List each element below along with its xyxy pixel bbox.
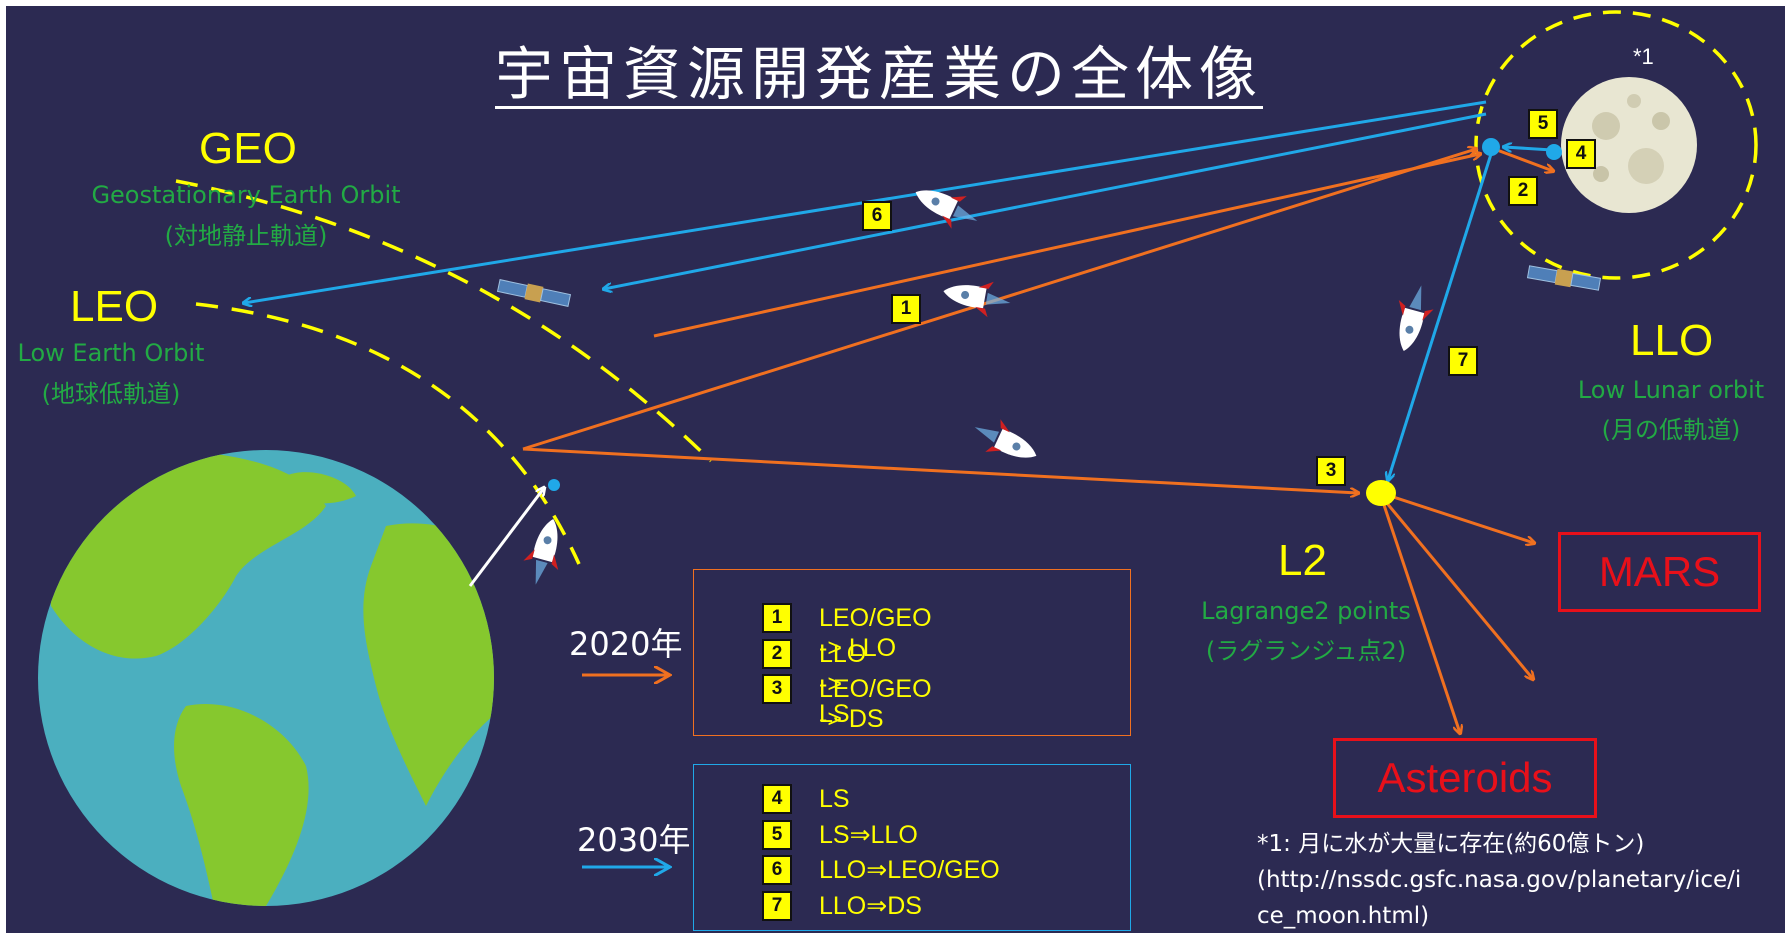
launch-arrow	[468, 488, 544, 587]
legend-2020-year: 2020年	[569, 625, 683, 663]
leo-name: Low Earth Orbit	[17, 339, 205, 367]
asteroids-box: Asteroids	[1333, 738, 1597, 818]
geo-label: GEO	[199, 124, 297, 173]
rocket-icon	[523, 518, 559, 585]
legend-label: LS	[819, 785, 850, 813]
route-asteroids-arrow	[1379, 495, 1460, 733]
rocket-icon	[974, 419, 1037, 458]
legend-label: LLO⇒LEO/GEO	[819, 856, 1000, 884]
route-6b-arrow	[604, 112, 1487, 289]
llo-point-dot	[1482, 138, 1500, 156]
route-mars-arrow	[1380, 491, 1534, 543]
legend-label: LLO⇒DS	[819, 892, 922, 920]
leo-orbit-path	[195, 302, 581, 565]
legend-badge: 5	[762, 820, 792, 850]
earth-icon	[38, 426, 536, 926]
diagram-graphics	[38, 10, 1758, 926]
l2-name: Lagrange2 points	[1201, 597, 1411, 625]
route-5-arrow	[1504, 147, 1553, 150]
slide-canvas: 宇宙資源開発産業の全体像 GEO Geostationary Earth Orb…	[6, 6, 1785, 933]
legend-badge: 4	[762, 784, 792, 814]
footnote-line2: (http://nssdc.gsfc.nasa.gov/planetary/ic…	[1257, 867, 1742, 893]
geo-name-ja: (対地静止軌道)	[164, 222, 328, 250]
geo-orbit-path	[175, 179, 713, 463]
page-title: 宇宙資源開発産業の全体像	[495, 40, 1264, 109]
mars-box: MARS	[1558, 532, 1761, 612]
leo-label: LEO	[70, 282, 159, 331]
route-badge-3: 3	[1316, 456, 1346, 486]
legend-label: LEO/GEO -> DS	[819, 675, 932, 733]
legend-badge: 6	[762, 855, 792, 885]
route-badge-1: 1	[891, 294, 921, 324]
route-badge-7: 7	[1448, 346, 1478, 376]
legend-2030-year: 2030年	[577, 821, 691, 859]
legend-badge: 1	[762, 603, 792, 633]
satellite-icon	[496, 279, 572, 307]
footnote-line1: *1: 月に水が大量に存在(約60億トン)	[1257, 831, 1645, 857]
legend-label: LS⇒LLO	[819, 821, 918, 849]
l2-label: L2	[1278, 536, 1327, 585]
route-3-arrow	[522, 447, 1358, 493]
rocket-icon	[915, 190, 978, 229]
route-badge-4: 4	[1566, 139, 1596, 169]
legend-2020-box: 1 LEO/GEO -> LLO 2 LLO -> LS 3 LEO/GEO -…	[693, 569, 1131, 736]
route-badge-2: 2	[1508, 176, 1538, 206]
geo-name: Geostationary Earth Orbit	[91, 181, 401, 209]
route-badge-5: 5	[1528, 109, 1558, 139]
route-2-arrow	[1488, 145, 1553, 171]
route-badge-6: 6	[862, 201, 892, 231]
rocket-icon	[1398, 285, 1434, 352]
llo-name: Low Lunar orbit	[1577, 376, 1765, 404]
footnote: *1: 月に水が大量に存在(約60億トン) (http://nssdc.gsfc…	[1257, 826, 1741, 933]
l2-name-ja: (ラグランジュ点2)	[1205, 637, 1407, 665]
route-1b-arrow	[653, 154, 1480, 338]
moon-icon	[1561, 77, 1697, 213]
route-ds-arrow	[1379, 495, 1533, 679]
legend-label: LEO/GEO -> LLO	[819, 604, 932, 662]
legend-2030-box: 4 LS 5 LS⇒LLO 6 LLO⇒LEO/GEO 7 LLO⇒DS	[693, 764, 1131, 931]
satellite-icon	[1526, 265, 1602, 291]
legend-badge: 7	[762, 891, 792, 921]
lunar-surface-dot	[1546, 144, 1562, 160]
legend-badge: 3	[762, 674, 792, 704]
rocket-icon	[943, 281, 1011, 318]
moon-note-marker: *1	[1633, 44, 1654, 69]
legend-label: LLO -> LS	[819, 640, 867, 728]
leo-point-dot	[548, 479, 560, 491]
route-7-arrow	[1388, 150, 1494, 480]
leo-name-ja: (地球低軌道)	[41, 380, 181, 408]
footnote-line3: ce_moon.html)	[1257, 903, 1430, 929]
legend-badge: 2	[762, 639, 792, 669]
llo-label: LLO	[1630, 316, 1714, 365]
l2-point-dot	[1366, 480, 1396, 506]
llo-name-ja: (月の低軌道)	[1601, 416, 1741, 444]
llo-orbit-path	[1474, 10, 1758, 280]
